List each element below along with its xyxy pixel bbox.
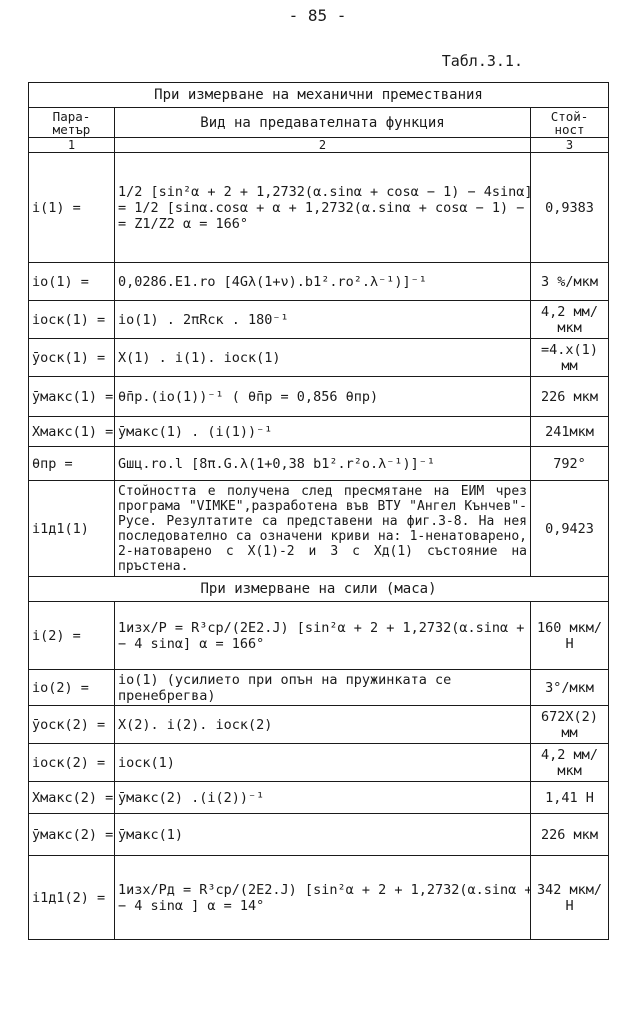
param-cell: θпр =	[28, 446, 115, 481]
param-cell: Xмакс(2) =	[28, 781, 115, 814]
param-cell: i1д1(2) =	[28, 855, 115, 940]
formula-cell: ȳмакс(1)	[114, 813, 531, 856]
value-cell: 342 мкм/Н	[529, 855, 610, 940]
value-cell: 226 мкм	[529, 813, 610, 856]
description-text: Стойността е получена след пресмятане на…	[118, 483, 527, 574]
formula-line: X(1) . i(1). iоск(1)	[118, 349, 281, 366]
formula-cell: io(1) . 2πRск . 180⁻¹	[114, 300, 531, 339]
formula-line: io(1) . 2πRск . 180⁻¹	[118, 311, 289, 328]
param-cell: iоск(2) =	[28, 743, 115, 782]
formula-line: 1изх/P = R³ср/(2E2.J) [sin²α + 2 + 1,273…	[118, 619, 530, 636]
column-number: 3	[529, 137, 610, 153]
formula-cell: θ̄пр.(io(1))⁻¹ ( θ̄пр = 0,856 θпр)	[114, 376, 531, 417]
data-table: При измерване на механични премествания …	[27, 82, 610, 940]
formula-cell: ȳмакс(2) .(i(2))⁻¹	[114, 781, 531, 814]
param-cell: iоск(1) =	[28, 300, 115, 339]
value-cell: 3°/мкм	[529, 669, 610, 706]
section-title-mechanical: При измерване на механични премествания	[27, 82, 610, 108]
param-cell: ȳоск(1) =	[28, 338, 115, 377]
param-cell: ȳмакс(1) =	[28, 376, 115, 417]
formula-line: 1/2 [sin²α + 2 + 1,2732(α.sinα + cosα − …	[118, 183, 531, 200]
formula-cell: 1/2 [sin²α + 2 + 1,2732(α.sinα + cosα − …	[114, 152, 531, 263]
value-cell: 160 мкм/Н	[529, 601, 610, 670]
table-label: Табл.3.1.	[441, 52, 523, 70]
value-cell: 4,2 мм/мкм	[529, 300, 610, 339]
param-cell: i(1) =	[28, 152, 115, 263]
param-cell: ȳмакс(2) =	[28, 813, 115, 856]
param-cell: i1д1(1)	[28, 480, 115, 577]
formula-line: 0,0286.E1.ro [4Gλ(1+ν).b1².ro².λ⁻¹)]⁻¹	[118, 273, 427, 290]
description-cell: Стойността е получена след пресмятане на…	[114, 480, 531, 577]
formula-line: = 1/2 [sinα.cosα + α + 1,2732(α.sinα + c…	[118, 199, 530, 216]
section-title-forces: При измерване на сили (маса)	[27, 576, 610, 602]
formula-line: ȳмакс(1)	[118, 826, 184, 843]
formula-line: ȳмакс(2) .(i(2))⁻¹	[118, 789, 265, 806]
value-cell: 1,41 Н	[529, 781, 610, 814]
param-cell: io(1) =	[28, 262, 115, 301]
header-transfer-function: Вид на предавателната функция	[114, 107, 531, 138]
value-cell: 4,2 мм/мкм	[529, 743, 610, 782]
formula-line: 1изх/Рд = R³ср/(2E2.J) [sin²α + 2 + 1,27…	[118, 881, 530, 898]
formula-line: = Z1/Z2 α = 166°	[118, 215, 249, 232]
formula-cell: io(1) (усилието при опън на пружинката с…	[114, 669, 531, 706]
param-cell: ȳоск(2) =	[28, 705, 115, 744]
param-cell: Xмакс(1) =	[28, 416, 115, 447]
value-cell: 0,9423	[529, 480, 610, 577]
formula-line: θ̄пр.(io(1))⁻¹ ( θ̄пр = 0,856 θпр)	[118, 388, 379, 405]
formula-line: Gшц.ro.l [8π.G.λ(1+0,38 b1².r²o.λ⁻¹)]⁻¹	[118, 455, 435, 472]
formula-cell: ȳмакс(1) . (i(1))⁻¹	[114, 416, 531, 447]
value-cell: 226 мкм	[529, 376, 610, 417]
value-cell: 792°	[529, 446, 610, 481]
param-cell: io(2) =	[28, 669, 115, 706]
formula-line: − 4 sinα ] α = 14°	[118, 897, 265, 914]
header-value: Стой- ност	[529, 107, 610, 138]
value-cell: =4.x(1) мм	[529, 338, 610, 377]
formula-line: iоск(1)	[118, 754, 175, 771]
formula-cell: 1изх/Рд = R³ср/(2E2.J) [sin²α + 2 + 1,27…	[114, 855, 531, 940]
column-number: 2	[114, 137, 531, 153]
value-cell: 672X(2) мм	[529, 705, 610, 744]
param-cell: i(2) =	[28, 601, 115, 670]
formula-cell: 1изх/P = R³ср/(2E2.J) [sin²α + 2 + 1,273…	[114, 601, 531, 670]
column-number: 1	[28, 137, 115, 153]
formula-cell: X(2). i(2). iоск(2)	[114, 705, 531, 744]
formula-cell: Gшц.ro.l [8π.G.λ(1+0,38 b1².r²o.λ⁻¹)]⁻¹	[114, 446, 531, 481]
formula-cell: X(1) . i(1). iоск(1)	[114, 338, 531, 377]
value-cell: 3 %/мкм	[529, 262, 610, 301]
formula-line: − 4 sinα] α = 166°	[118, 635, 265, 652]
header-param: Пара- метър	[28, 107, 115, 138]
page-number: - 85 -	[288, 6, 347, 25]
value-cell: 0,9383	[529, 152, 610, 263]
formula-line: X(2). i(2). iоск(2)	[118, 716, 273, 733]
formula-line: ȳмакс(1) . (i(1))⁻¹	[118, 423, 273, 440]
formula-line: io(1) (усилието при опън на пружинката с…	[118, 671, 452, 704]
formula-cell: iоск(1)	[114, 743, 531, 782]
formula-cell: 0,0286.E1.ro [4Gλ(1+ν).b1².ro².λ⁻¹)]⁻¹	[114, 262, 531, 301]
value-cell: 241мкм	[529, 416, 610, 447]
